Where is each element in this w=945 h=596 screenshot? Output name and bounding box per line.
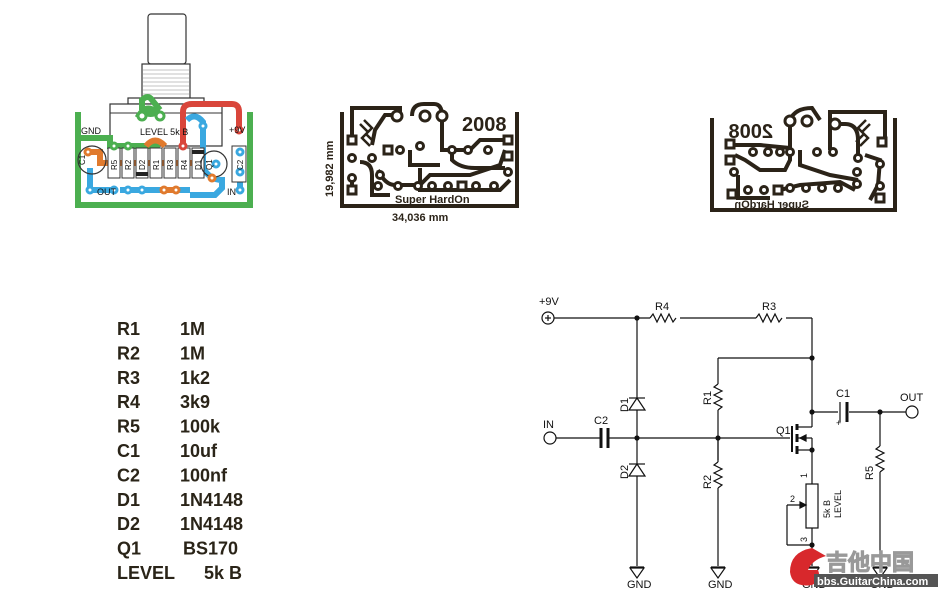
d1-body xyxy=(191,147,205,179)
r3-symbol xyxy=(755,312,783,324)
r4-label: R4 xyxy=(655,301,669,313)
pcb-mirror-name: Super HardOn xyxy=(734,199,809,211)
supply-trace xyxy=(180,101,242,145)
d2-symbol xyxy=(627,462,647,477)
pot-name: LEVEL xyxy=(833,490,843,518)
watermark-cn-text: 吉他中国 xyxy=(826,550,914,575)
r1-label: R1 xyxy=(702,391,714,405)
bom-ref: D1 xyxy=(117,490,140,510)
logo-mirror-icon xyxy=(855,119,871,147)
r4-symbol xyxy=(649,312,677,324)
bom-value: 3k9 xyxy=(180,392,210,412)
bom-value: 5k B xyxy=(204,563,242,583)
layout-part-label: R5 xyxy=(110,159,119,170)
logo-icon xyxy=(359,119,375,147)
potentiometer-drawing xyxy=(109,13,223,147)
bom-ref: R3 xyxy=(117,368,140,388)
layout-part-label: R4 xyxy=(180,159,189,170)
d2-body xyxy=(135,147,149,179)
pot-pin2: 2 xyxy=(790,494,795,504)
bom-ref: R5 xyxy=(117,417,140,437)
layout-in-label: IN xyxy=(227,187,236,197)
layout-part-label: C1 xyxy=(78,154,87,165)
bom-value: 1M xyxy=(180,343,205,363)
layout-level-label: LEVEL 5k B xyxy=(140,127,188,137)
junction-dots xyxy=(634,315,883,548)
r3-label: R3 xyxy=(762,301,776,313)
pcb-front-year: 2008 xyxy=(462,114,507,136)
bom-ref: D2 xyxy=(117,514,140,534)
pcb-mirror-year: 2008 xyxy=(729,121,774,143)
pot-symbol xyxy=(805,483,819,529)
input-terminal xyxy=(543,431,557,445)
d1-symbol xyxy=(627,396,647,411)
q1-arrow xyxy=(798,434,807,442)
output-terminal xyxy=(905,405,919,419)
bom-ref: R1 xyxy=(117,319,140,339)
watermark-url: bbs.GuitarChina.com xyxy=(817,576,928,588)
layout-part-label: D2 xyxy=(138,159,147,170)
layout-part-label: R2 xyxy=(124,159,133,170)
layout-part-label: D1 xyxy=(194,159,203,170)
layout-part-label: R3 xyxy=(166,159,175,170)
layout-9v-label: +9V xyxy=(229,125,245,135)
pcb-width-label: 34,036 mm xyxy=(392,212,448,224)
r3-body xyxy=(163,147,177,179)
r1-body xyxy=(149,147,163,179)
c2-label: C2 xyxy=(594,415,608,427)
pcb-front xyxy=(340,102,519,208)
bom-ref: Q1 xyxy=(117,539,141,559)
layout-gnd-label: GND xyxy=(81,126,102,136)
pot-pin1: 1 xyxy=(799,473,809,478)
gnd-label: GND xyxy=(708,579,733,591)
component-layout: C1 R5 R2 D2 R1 R3 R4 D1 Q1 C2 GND LEVEL … xyxy=(75,13,253,208)
d2-label: D2 xyxy=(619,465,631,479)
r5-symbol xyxy=(874,445,886,473)
q1-label: Q1 xyxy=(776,425,791,437)
r2-label: R2 xyxy=(702,475,714,489)
layout-part-label: C2 xyxy=(236,159,245,170)
bom-ref: C1 xyxy=(117,441,140,461)
bom-ref: LEVEL xyxy=(117,563,175,583)
watermark: 吉他中国 bbs.GuitarChina.com xyxy=(790,548,938,588)
bom-value: 100nf xyxy=(180,465,228,485)
c1-outline xyxy=(77,145,107,175)
r5-label: R5 xyxy=(864,466,876,480)
pcb-height-label: 19,982 mm xyxy=(324,141,336,197)
bom-ref: C2 xyxy=(117,465,140,485)
bom-value: 1M xyxy=(180,319,205,339)
pcb-front-name: Super HardOn xyxy=(395,194,470,206)
r2-symbol xyxy=(712,461,724,489)
c1-label: C1 xyxy=(836,388,850,400)
bom-value: 1N4148 xyxy=(180,514,243,534)
pot-pin3: 3 xyxy=(799,537,809,542)
c1-polarity: + xyxy=(836,418,841,428)
d1-label: D1 xyxy=(619,398,631,412)
r1-symbol xyxy=(712,383,724,411)
gnd-label: GND xyxy=(627,579,652,591)
bom-ref: R2 xyxy=(117,343,140,363)
layout-part-label: Q1 xyxy=(205,159,214,170)
input-label: IN xyxy=(543,419,554,431)
layout-out-label: OUT xyxy=(97,187,117,197)
layout-part-label: R1 xyxy=(152,159,161,170)
pot-value: 5k B xyxy=(822,500,832,518)
supply-label: +9V xyxy=(539,296,560,308)
output-label: OUT xyxy=(900,392,924,404)
bom-value: 10uf xyxy=(180,441,218,461)
bom-value: BS170 xyxy=(183,539,238,559)
bom-value: 100k xyxy=(180,417,221,437)
bom-ref: R4 xyxy=(117,392,140,412)
bom-value: 1N4148 xyxy=(180,490,243,510)
pcb-mirror xyxy=(710,105,897,212)
bom-value: 1k2 xyxy=(180,368,210,388)
schematic xyxy=(541,311,919,580)
